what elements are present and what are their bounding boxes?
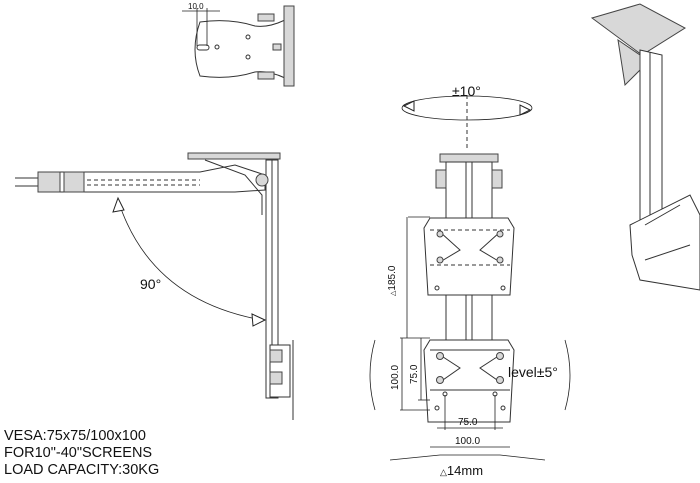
offset-label: △14mm	[440, 463, 483, 478]
vesa-vertical-75-label: 75.0	[409, 364, 420, 384]
vesa-spec: VESA:75x75/100x100	[4, 428, 146, 444]
tilt-angle-label: 90°	[140, 276, 162, 292]
perspective-view	[590, 3, 700, 291]
swivel-angle-label: ±10°	[452, 83, 481, 99]
screen-size-spec: FOR10"-40"SCREENS	[4, 445, 153, 461]
side-view	[15, 152, 294, 420]
vesa-vertical-100-label: 100.0	[390, 364, 401, 390]
specifications: VESA:75x75/100x100 FOR10"-40"SCREENS LOA…	[4, 428, 159, 479]
level-adjust-label: level±5°	[508, 364, 558, 380]
front-view	[369, 95, 571, 461]
offset-value: 14mm	[446, 463, 484, 478]
vesa-horizontal-100-label: 100.0	[455, 436, 481, 447]
height-adjust-label: △185.0	[387, 266, 398, 296]
vesa-horizontal-75-label: 75.0	[458, 417, 478, 428]
slot-dimension-label: 10.0	[188, 2, 204, 11]
load-capacity-spec: LOAD CAPACITY:30KG	[4, 462, 160, 478]
top-view-bracket	[182, 5, 295, 87]
triangle-icon: △	[390, 290, 397, 296]
height-adjust-value: 185.0	[387, 265, 398, 291]
triangle-icon: △	[440, 467, 447, 477]
